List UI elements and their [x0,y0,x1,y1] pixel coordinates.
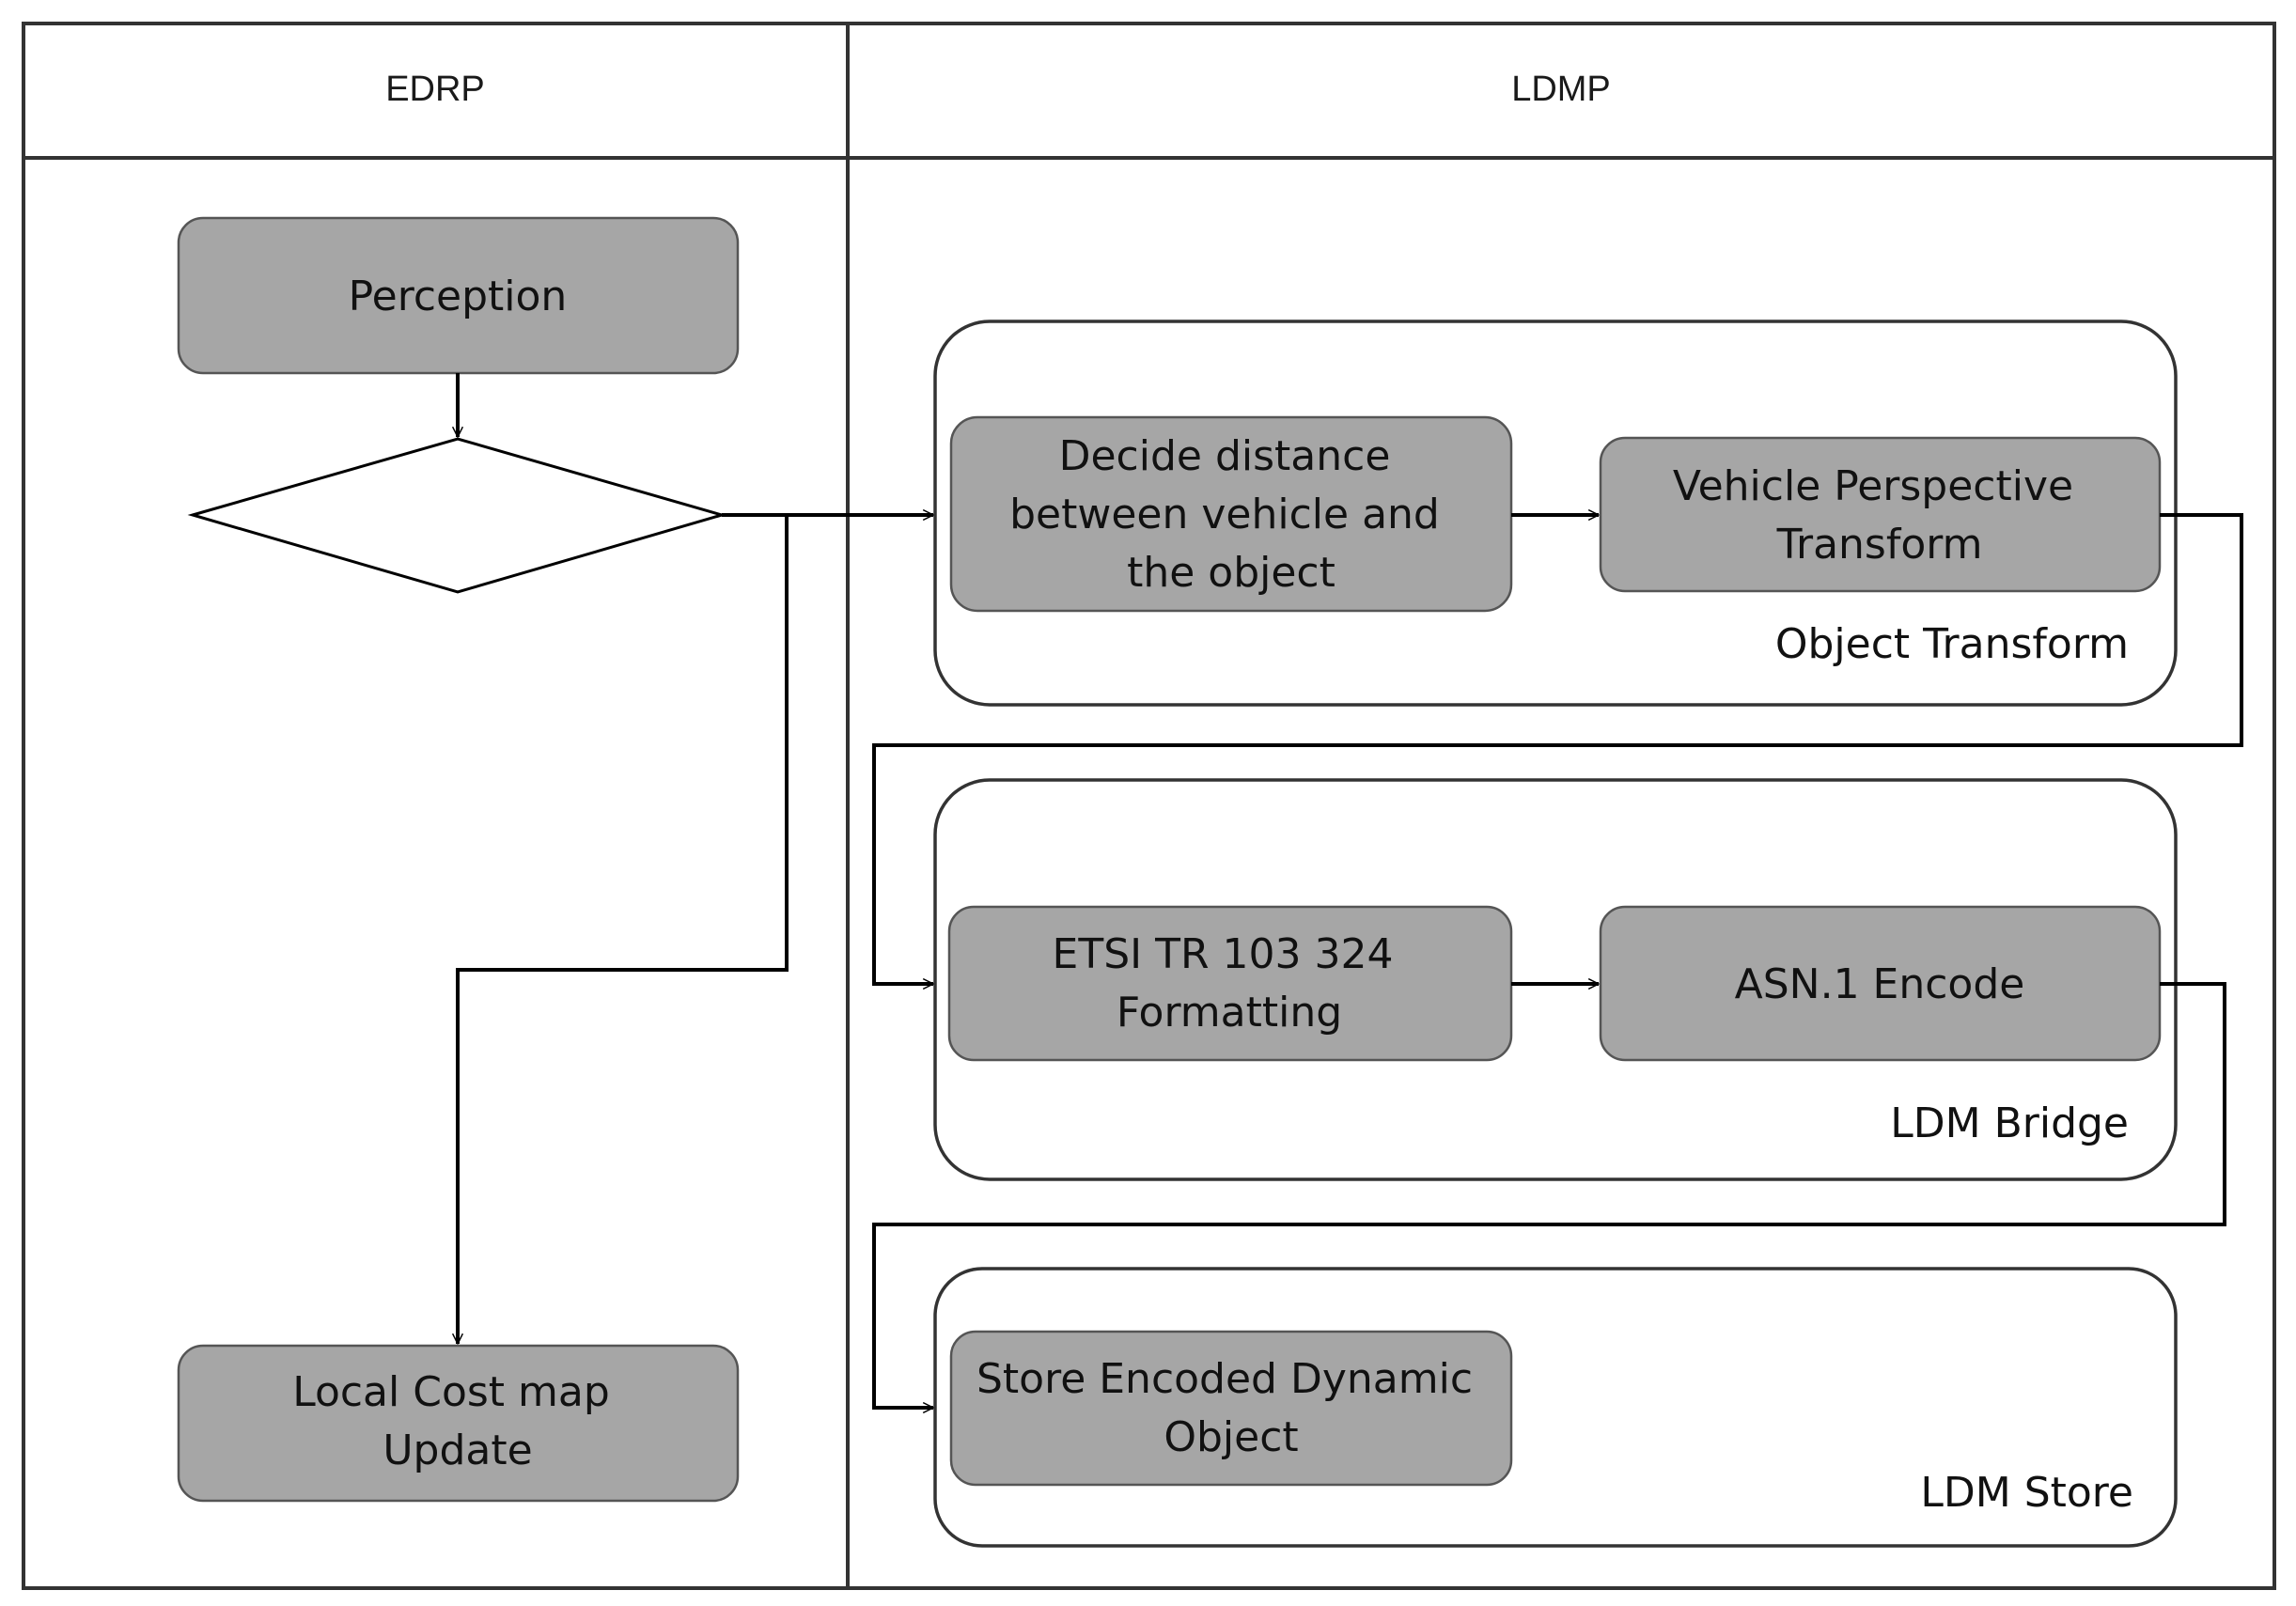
process-local-cost-map: Local Cost map Update [177,1344,740,1503]
process-local-cost-map-box [177,1344,740,1503]
process-decide-distance-line-1: Decide distance [1059,432,1391,480]
arrow-decision-to-local-cost-map [458,515,789,1344]
group-ldm-bridge: LDM Bridge [933,778,2178,1181]
process-perception-label: Perception [349,273,568,320]
outer-border [22,22,2276,1590]
process-store-encoded-line-2: Object [1164,1413,1298,1461]
process-vehicle-perspective-line-2: Transform [1776,521,1983,569]
group-ldm-bridge-label: LDM Bridge [1890,1099,2129,1147]
arrow-vehicle-perspective-to-etsi [872,513,2243,984]
decision [187,437,727,594]
process-etsi-formatting-line-2: Formatting [1117,989,1342,1037]
process-local-cost-map-line-2: Update [383,1427,532,1474]
process-asn1-encode-line-1: ASN.1 Encode [1735,960,2025,1008]
group-object-transform-label: Object Transform [1775,620,2129,668]
process-store-encoded-box [949,1330,1513,1487]
process-decide-distance: Decide distance between vehicle and the … [949,415,1513,613]
swimlane-frame: EDRP LDMP [22,22,2276,1590]
process-perception-line-1: Perception [349,273,568,320]
process-vehicle-perspective: Vehicle Perspective Transform [1599,436,2162,593]
process-asn1-encode-label: ASN.1 Encode [1735,960,2025,1008]
process-decide-distance-line-2: between vehicle and [1009,491,1440,538]
group-ldm-bridge-box [933,778,2178,1181]
process-perception: Perception [177,216,740,375]
process-local-cost-map-line-1: Local Cost map [292,1368,610,1416]
process-etsi-formatting-line-1: ETSI TR 103 324 [1053,930,1394,978]
process-vehicle-perspective-line-1: Vehicle Perspective [1673,462,2073,510]
process-asn1-encode: ASN.1 Encode [1599,905,2162,1062]
process-decide-distance-line-3: the object [1127,549,1335,597]
lane-title-edrp: EDRP [385,70,485,109]
arrow-asn1-to-store [872,982,2226,1408]
lane-title-ldmp: LDMP [1511,70,1611,109]
decision-diamond [187,437,727,594]
group-ldm-store-label: LDM Store [1920,1469,2133,1517]
process-store-encoded: Store Encoded Dynamic Object [949,1330,1513,1487]
process-store-encoded-line-1: Store Encoded Dynamic [976,1355,1473,1403]
process-etsi-formatting: ETSI TR 103 324 Formatting [947,905,1513,1062]
process-vehicle-perspective-label: Vehicle Perspective Transform [1673,462,2086,569]
process-decide-distance-label: Decide distance between vehicle and the … [1009,432,1453,597]
process-etsi-formatting-label: ETSI TR 103 324 Formatting [1053,930,1407,1037]
connectors [458,373,2243,1408]
process-local-cost-map-label: Local Cost map Update [292,1368,623,1474]
process-store-encoded-label: Store Encoded Dynamic Object [976,1355,1486,1461]
